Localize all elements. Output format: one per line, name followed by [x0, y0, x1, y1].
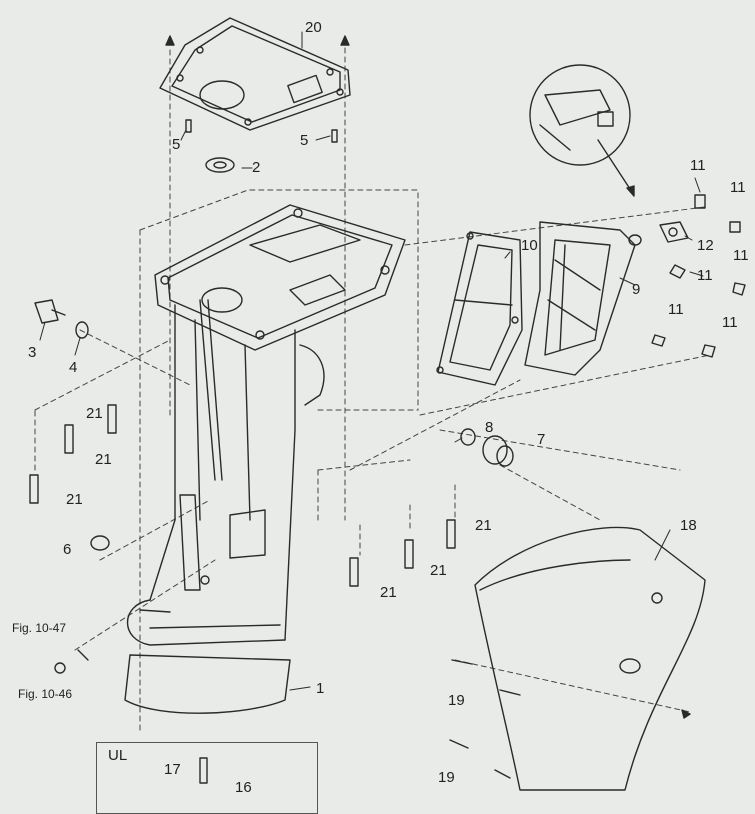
dowel-pin-5b: [331, 129, 338, 143]
oil-seal-2: [205, 157, 235, 173]
plug-bolt-3: [34, 299, 66, 324]
callout-11d: 11: [733, 247, 749, 264]
ul-label: UL: [108, 747, 128, 764]
callout-4: 4: [69, 359, 78, 376]
callout-7: 7: [537, 431, 546, 448]
washer-8: [460, 428, 476, 446]
gasket-plate-20: [159, 17, 351, 131]
callout-6: 6: [63, 541, 72, 558]
nut-12: [659, 221, 689, 243]
callout-21f: 21: [475, 517, 492, 534]
callout-12: 12: [697, 237, 714, 254]
ul-variant-box: [96, 742, 318, 814]
callout-16: 16: [235, 779, 252, 796]
callout-20: 20: [305, 19, 322, 36]
arrow-up-left: [165, 35, 175, 46]
callout-2: 2: [252, 159, 261, 176]
grommet-6: [90, 535, 110, 551]
callout-21c: 21: [66, 491, 83, 508]
callout-11f: 11: [722, 314, 738, 331]
callout-11e: 11: [668, 301, 684, 318]
ref-fig-10-47: Fig. 10-47: [12, 621, 67, 635]
callout-19a: 19: [448, 692, 465, 709]
callout-9: 9: [632, 281, 641, 298]
arrow-up-right: [340, 35, 350, 46]
callout-11b: 11: [730, 179, 746, 196]
pin-19b: [449, 739, 469, 749]
callout-17: 17: [164, 761, 181, 778]
gasket-10: [436, 231, 523, 386]
ref-fig-10-46: Fig. 10-46: [18, 687, 73, 701]
callout-11c: 11: [697, 267, 713, 284]
bolts-11: [651, 194, 746, 358]
callout-19b: 19: [438, 769, 455, 786]
arrow-down-right: [681, 709, 691, 719]
callout-11a: 11: [690, 157, 706, 174]
callout-21a: 21: [86, 405, 103, 422]
drive-shaft-housing-1: [124, 299, 325, 714]
callout-21b: 21: [95, 451, 112, 468]
cover-18: [474, 526, 706, 791]
callout-3: 3: [28, 344, 37, 361]
ref-hardware: [54, 649, 89, 674]
bolts-21: [29, 404, 456, 587]
pin-19a: [451, 659, 473, 665]
callout-5a: 5: [172, 136, 181, 153]
detail-inset-circle: [529, 64, 631, 166]
leader-lines: [39, 31, 704, 691]
callout-8: 8: [485, 419, 494, 436]
bolt-17: [199, 757, 208, 784]
callout-1: 1: [316, 680, 325, 697]
callout-21d: 21: [380, 584, 397, 601]
assembly-guide-lines: [34, 47, 711, 731]
callout-21e: 21: [430, 562, 447, 579]
upper-casing-plate: [154, 204, 406, 351]
dowel-pin-5a: [185, 119, 192, 133]
callout-18: 18: [680, 517, 697, 534]
callout-10: 10: [521, 237, 538, 254]
washer-4: [75, 321, 89, 339]
callout-5b: 5: [300, 132, 309, 149]
plug-7: [482, 435, 514, 467]
bracket-9: [524, 221, 642, 376]
